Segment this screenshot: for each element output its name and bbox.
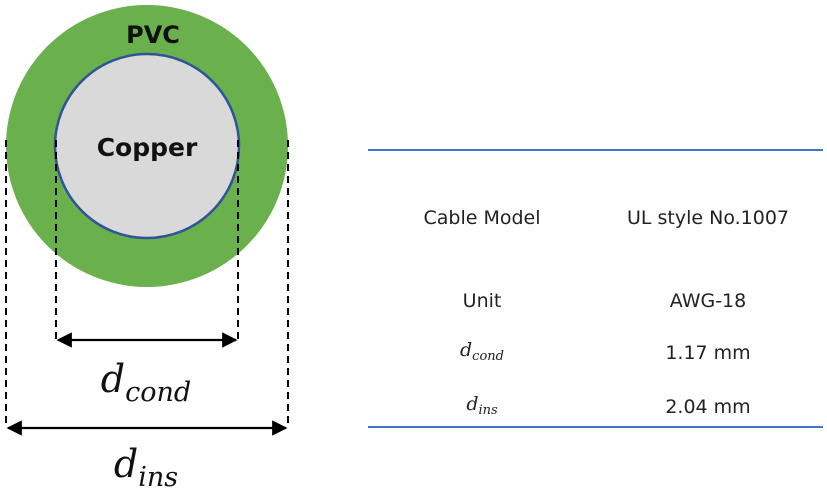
copper-label: Copper [97,133,198,162]
pvc-label: PVC [126,21,180,49]
table-value-d-ins: 2.04 mm [665,396,750,418]
d-cond-label: dcond [101,357,191,408]
table-value-d-cond: 1.17 mm [665,342,750,364]
spec-table: Cable Model UL style No.1007 Unit AWG-18… [368,149,823,428]
table-value-unit: AWG-18 [670,290,747,312]
table-label-unit: Unit [463,290,502,312]
table-label-d-cond: dcond [460,339,504,364]
table-label-d-ins: dins [466,393,498,418]
d-ins-label: dins [114,442,178,493]
table-label-cable-model: Cable Model [423,207,540,229]
table-value-cable-model: UL style No.1007 [627,207,789,229]
